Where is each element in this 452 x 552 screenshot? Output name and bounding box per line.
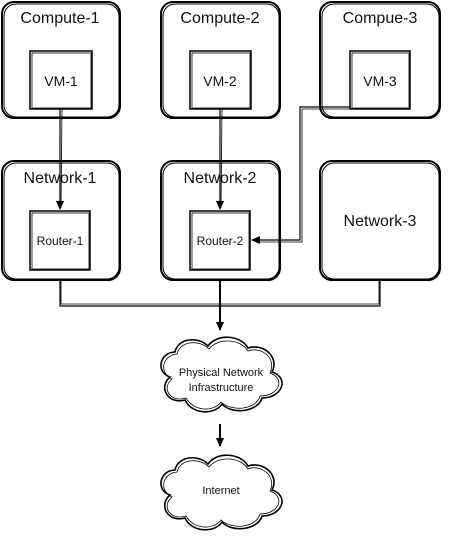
network-3-label: Network-3 xyxy=(344,213,417,230)
vm-3-box: VM-3 xyxy=(349,50,411,110)
network-3-node: Network-3 xyxy=(319,160,441,281)
vm-2-label: VM-2 xyxy=(203,73,237,89)
vm2-to-router2-connector-sketch xyxy=(220,109,223,209)
connectors xyxy=(56,106,381,447)
internet-label: Internet xyxy=(202,485,239,497)
router-1-box: Router-1 xyxy=(29,210,91,271)
physical-network-label-line2: Infrastructure xyxy=(189,382,254,394)
router-2-box: Router-2 xyxy=(189,210,251,271)
vm-1-label: VM-1 xyxy=(44,73,78,89)
vm-2-box: VM-2 xyxy=(189,50,252,110)
compute-2-label: Compute-2 xyxy=(180,10,259,27)
router-2-label: Router-2 xyxy=(197,234,244,248)
router-1-label: Router-1 xyxy=(37,234,84,248)
internet-cloud: Internet xyxy=(160,454,283,531)
physical-network-cloud: Physical Network Infrastructure xyxy=(160,336,283,413)
vm-1-box: VM-1 xyxy=(29,50,93,110)
vm1-to-router1-connector-sketch xyxy=(60,109,63,209)
vm-3-label: VM-3 xyxy=(363,73,397,89)
vm3-to-router2-connector-sketch xyxy=(256,108,349,243)
compute-3-label: Compue-3 xyxy=(343,10,418,27)
physical-network-label-line1: Physical Network xyxy=(179,367,264,379)
vm3-to-router2-connector xyxy=(251,106,350,244)
compute-1-label: Compute-1 xyxy=(20,10,99,27)
